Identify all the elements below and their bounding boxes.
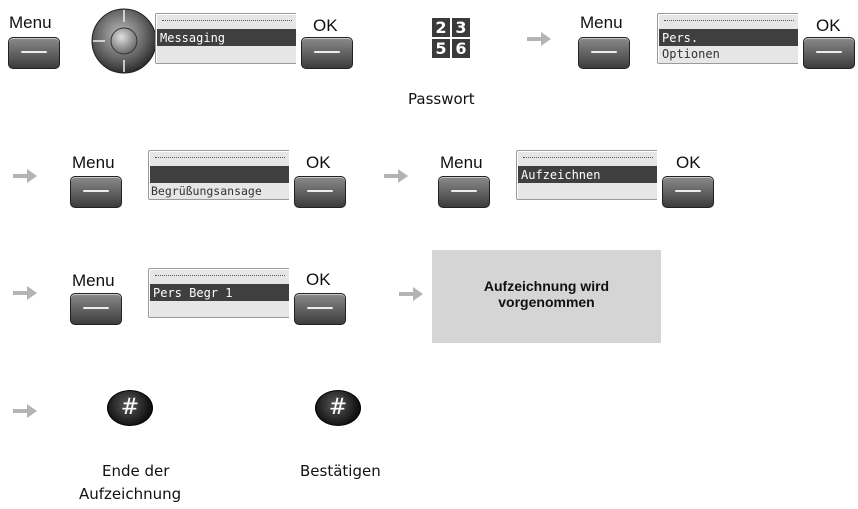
menu-label: Menu — [9, 13, 52, 32]
status-message-line2: vorgenommen — [498, 294, 595, 310]
screen-dots — [664, 20, 794, 21]
lcd-pers-optionen: Pers. Optionen — [657, 13, 798, 64]
ok-label: OK — [816, 16, 841, 35]
ok-label: OK — [306, 270, 331, 289]
ok-label: OK — [313, 16, 338, 35]
menu-key[interactable] — [70, 293, 122, 325]
ok-key[interactable] — [294, 176, 346, 208]
digit-key-3[interactable]: 3 — [452, 18, 470, 37]
digit-key-2[interactable]: 2 — [432, 18, 450, 37]
menu-label: Menu — [72, 271, 115, 290]
screen-dots — [155, 275, 285, 276]
menu-key[interactable] — [578, 37, 630, 69]
digit-key-5[interactable]: 5 — [432, 39, 450, 58]
screen-dots — [162, 20, 292, 21]
screen-text-pers-begr: Pers Begr 1 — [153, 286, 233, 300]
ok-key[interactable] — [662, 176, 714, 208]
right-arrow-icon — [13, 169, 37, 183]
screen-text-aufzeichnen: Aufzeichnen — [521, 168, 601, 182]
ok-key[interactable] — [294, 293, 346, 325]
menu-key[interactable] — [438, 176, 490, 208]
menu-label: Menu — [72, 153, 115, 172]
ok-key[interactable] — [803, 37, 855, 69]
status-message-box: Aufzeichnung wird vorgenommen — [432, 250, 661, 343]
digit-keys[interactable]: 2 3 5 6 — [432, 18, 470, 58]
status-message-line1: Aufzeichnung wird — [483, 278, 610, 294]
screen-highlight — [150, 166, 289, 183]
screen-highlight — [150, 284, 289, 301]
screen-text-pers: Pers. — [662, 31, 699, 45]
screen-text-begruessung: Begrüßungsansage — [151, 184, 262, 198]
ende-caption-line1: Ende der — [102, 462, 170, 480]
lcd-begruessung: Begrüßungsansage — [148, 150, 289, 200]
hash-key-icon[interactable]: # — [107, 390, 153, 426]
screen-text-optionen: Optionen — [662, 47, 720, 61]
lcd-pers-begr: Pers Begr 1 — [148, 268, 289, 318]
menu-label: Menu — [440, 153, 483, 172]
screen-highlight — [659, 29, 798, 46]
right-arrow-icon — [399, 287, 423, 301]
lcd-messaging: Messaging — [155, 13, 296, 64]
right-arrow-icon — [527, 32, 551, 46]
screen-text-messaging: Messaging — [160, 31, 226, 45]
ok-key[interactable] — [301, 37, 353, 69]
right-arrow-icon — [13, 404, 37, 418]
menu-label: Menu — [580, 13, 623, 32]
right-arrow-icon — [384, 169, 408, 183]
ok-label: OK — [676, 153, 701, 172]
menu-key[interactable] — [8, 37, 60, 69]
ende-caption-line2: Aufzeichnung — [79, 485, 182, 503]
screen-highlight — [518, 166, 657, 183]
menu-key[interactable] — [70, 176, 122, 208]
screen-dots — [155, 157, 285, 158]
screen-highlight — [157, 29, 296, 46]
ok-label: OK — [306, 153, 331, 172]
passwort-caption: Passwort — [408, 90, 475, 108]
navigator-icon[interactable] — [91, 8, 157, 74]
hash-key-icon[interactable]: # — [315, 390, 361, 426]
bestaetigen-caption: Bestätigen — [300, 462, 381, 480]
digit-key-6[interactable]: 6 — [452, 39, 470, 58]
right-arrow-icon — [13, 286, 37, 300]
screen-dots — [523, 157, 653, 158]
lcd-aufzeichnen: Aufzeichnen — [516, 150, 657, 200]
